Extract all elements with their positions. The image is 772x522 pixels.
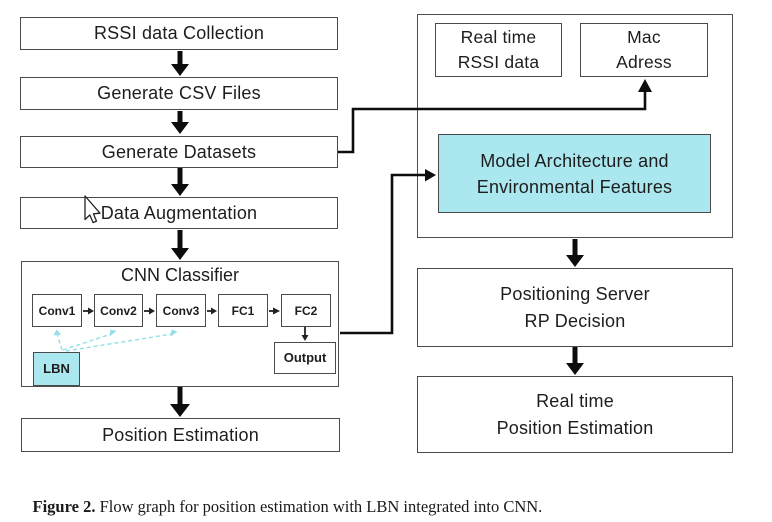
box-data-augmentation: Data Augmentation [20, 197, 338, 229]
box-realtime-position-estimation: Real time Position Estimation [417, 376, 733, 453]
box-mac-address: Mac Adress [580, 23, 708, 77]
arrow-csv-to-datasets [171, 111, 189, 134]
arrow-container-to-server [566, 239, 584, 267]
arrow-cnn-to-position-estimation [170, 387, 190, 417]
cnn-classifier-title: CNN Classifier [120, 265, 239, 285]
box-fc2: FC2 [281, 294, 331, 327]
box-realtime-rssi-data: Real time RSSI data [435, 23, 562, 77]
box-fc1: FC1 [218, 294, 268, 327]
box-conv3: Conv3 [156, 294, 206, 327]
box-model-architecture: Model Architecture and Environmental Fea… [438, 134, 711, 213]
figure-caption-text: Flow graph for position estimation with … [95, 497, 543, 516]
box-position-estimation: Position Estimation [21, 418, 340, 452]
figure-caption: Figure 2. Flow graph for position estima… [16, 477, 756, 522]
arrow-datasets-to-augmentation [171, 168, 189, 196]
box-rssi-data-collection: RSSI data Collection [20, 17, 338, 50]
arrow-rssi-to-csv [171, 51, 189, 76]
box-generate-csv-files: Generate CSV Files [20, 77, 338, 110]
arrow-server-to-realtime-position [566, 347, 584, 375]
box-lbn: LBN [33, 352, 80, 386]
arrow-augmentation-to-cnn [171, 230, 189, 260]
box-positioning-server: Positioning Server RP Decision [417, 268, 733, 347]
box-conv2: Conv2 [94, 294, 143, 327]
figure-caption-label: Figure 2. [32, 497, 96, 516]
box-conv1: Conv1 [32, 294, 82, 327]
box-generate-datasets: Generate Datasets [20, 136, 338, 168]
box-output: Output [274, 342, 336, 374]
